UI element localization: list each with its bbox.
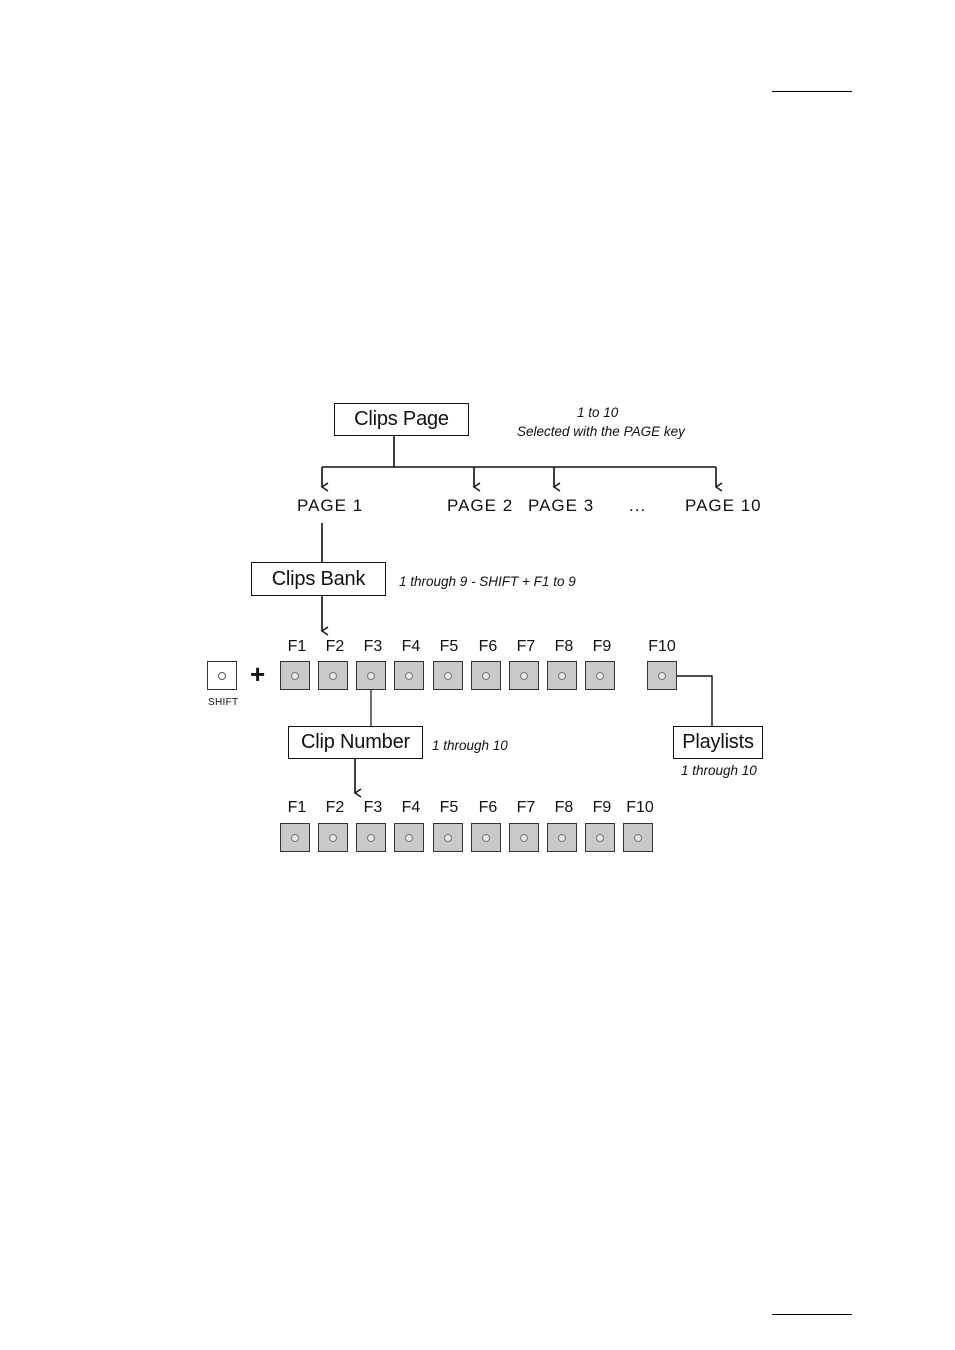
playlists-label: Playlists [682, 731, 754, 754]
bank-key-f5[interactable] [433, 661, 463, 690]
clips-bank-box: Clips Bank [251, 562, 386, 596]
page-10-label: PAGE 10 [685, 496, 762, 516]
clip-key-label-f2: F2 [315, 799, 355, 817]
clip-key-label-f8: F8 [544, 799, 584, 817]
clip-key-f7[interactable] [509, 823, 539, 852]
clip-key-f4[interactable] [394, 823, 424, 852]
clip-number-box: Clip Number [288, 726, 423, 759]
clip-number-label: Clip Number [301, 731, 410, 754]
clip-key-label-f1: F1 [277, 799, 317, 817]
bank-key-label-f6: F6 [468, 638, 508, 656]
clip-key-label-f9: F9 [582, 799, 622, 817]
bank-key-f8[interactable] [547, 661, 577, 690]
bank-key-f3[interactable] [356, 661, 386, 690]
clip-key-label-f10: F10 [620, 799, 660, 817]
playlists-box: Playlists [673, 726, 763, 759]
bank-key-f2[interactable] [318, 661, 348, 690]
clip-key-label-f3: F3 [353, 799, 393, 817]
bank-key-label-f8: F8 [544, 638, 584, 656]
clips-page-box: Clips Page [334, 403, 469, 436]
bank-key-f9[interactable] [585, 661, 615, 690]
clips-bank-label: Clips Bank [272, 568, 366, 591]
clip-key-label-f4: F4 [391, 799, 431, 817]
bank-key-label-f7: F7 [506, 638, 546, 656]
bank-key-label-f3: F3 [353, 638, 393, 656]
clip-key-label-f7: F7 [506, 799, 546, 817]
shift-key[interactable] [207, 661, 237, 690]
bank-key-label-f9: F9 [582, 638, 622, 656]
bank-key-f4[interactable] [394, 661, 424, 690]
shift-key-label: SHIFT [208, 697, 238, 708]
bank-key-label-f10: F10 [642, 638, 682, 656]
clip-key-f9[interactable] [585, 823, 615, 852]
clips-bank-note: 1 through 9 - SHIFT + F1 to 9 [399, 574, 576, 589]
clip-key-f10[interactable] [623, 823, 653, 852]
bank-key-f1[interactable] [280, 661, 310, 690]
playlists-note: 1 through 10 [681, 763, 757, 778]
clip-key-f1[interactable] [280, 823, 310, 852]
clips-page-note-line2: Selected with the PAGE key [517, 424, 685, 439]
clip-key-label-f5: F5 [429, 799, 469, 817]
clips-page-note-line1: 1 to 10 [577, 405, 618, 420]
page-ellipsis: ... [629, 496, 646, 516]
bank-key-label-f2: F2 [315, 638, 355, 656]
clip-key-f2[interactable] [318, 823, 348, 852]
page-2-label: PAGE 2 [447, 496, 513, 516]
bank-key-label-f4: F4 [391, 638, 431, 656]
clip-key-f3[interactable] [356, 823, 386, 852]
clip-key-f5[interactable] [433, 823, 463, 852]
plus-sign: + [250, 659, 265, 690]
bank-key-f10[interactable] [647, 661, 677, 690]
clip-key-label-f6: F6 [468, 799, 508, 817]
clip-number-note: 1 through 10 [432, 738, 508, 753]
page-1-label: PAGE 1 [297, 496, 363, 516]
bank-key-f6[interactable] [471, 661, 501, 690]
page-3-label: PAGE 3 [528, 496, 594, 516]
clip-key-f6[interactable] [471, 823, 501, 852]
bank-key-label-f1: F1 [277, 638, 317, 656]
clips-page-label: Clips Page [354, 408, 449, 431]
bank-key-label-f5: F5 [429, 638, 469, 656]
bank-key-f7[interactable] [509, 661, 539, 690]
clip-key-f8[interactable] [547, 823, 577, 852]
